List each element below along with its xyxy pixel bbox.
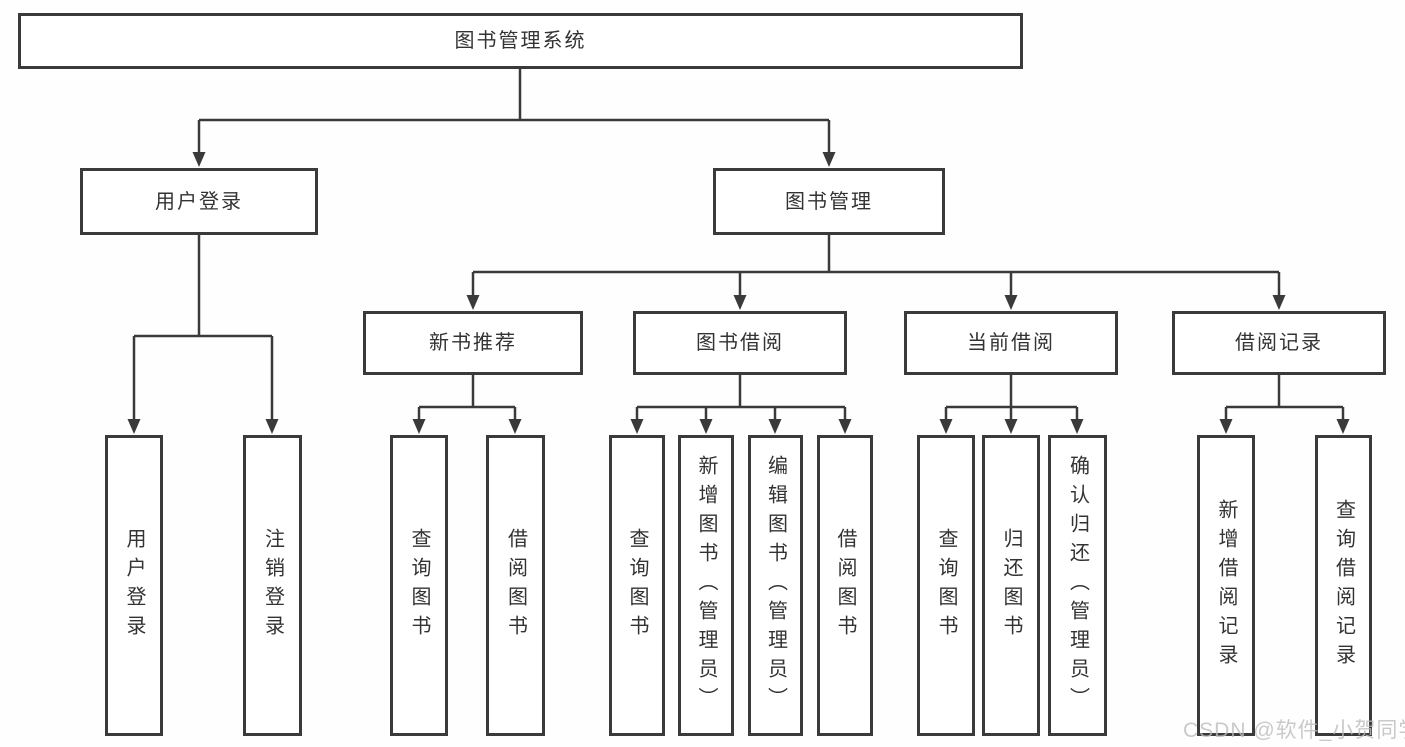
node-borrow-books-leaf-label: 借阅图书 <box>834 527 856 644</box>
node-borrow-books-leaf: 借阅图书 <box>817 435 873 736</box>
node-query-books-borrowing: 查询图书 <box>609 435 665 736</box>
node-library-system: 图书管理系统 <box>18 13 1023 69</box>
node-borrow-books-recommend: 借阅图书 <box>486 435 545 736</box>
node-query-books-current-label: 查询图书 <box>935 527 957 644</box>
node-library-system-label: 图书管理系统 <box>454 30 587 52</box>
node-add-borrow-record-label: 新增借阅记录 <box>1215 498 1237 673</box>
node-book-borrowing-label: 图书借阅 <box>696 332 784 354</box>
node-current-borrowing-label: 当前借阅 <box>967 332 1055 354</box>
node-return-book-label: 归还图书 <box>1000 527 1022 644</box>
node-add-book-admin-label: 新增图书（管理员） <box>695 455 717 716</box>
node-new-book-recommend-label: 新书推荐 <box>429 332 517 354</box>
node-user-login-leaf: 用户登录 <box>105 435 163 736</box>
node-user-login-branch-label: 用户登录 <box>155 190 243 213</box>
watermark: CSDN @软件_小贺同学 <box>1183 719 1405 742</box>
node-book-borrowing: 图书借阅 <box>633 311 847 375</box>
node-query-books-recommend-label: 查询图书 <box>408 527 430 644</box>
node-book-management: 图书管理 <box>713 168 945 235</box>
node-query-books-recommend: 查询图书 <box>390 435 448 736</box>
node-edit-book-admin: 编辑图书（管理员） <box>748 435 803 736</box>
node-current-borrowing: 当前借阅 <box>904 311 1118 375</box>
node-new-book-recommend: 新书推荐 <box>363 311 583 375</box>
node-borrowing-records-label: 借阅记录 <box>1235 332 1323 354</box>
node-borrowing-records: 借阅记录 <box>1172 311 1386 375</box>
node-query-borrow-record: 查询借阅记录 <box>1315 435 1372 736</box>
node-logout: 注销登录 <box>243 435 302 736</box>
node-confirm-return-admin: 确认归还（管理员） <box>1048 435 1107 736</box>
node-add-borrow-record: 新增借阅记录 <box>1197 435 1255 736</box>
node-logout-label: 注销登录 <box>261 527 284 644</box>
node-confirm-return-admin-label: 确认归还（管理员） <box>1066 455 1089 716</box>
node-query-books-current: 查询图书 <box>917 435 975 736</box>
node-edit-book-admin-label: 编辑图书（管理员） <box>764 455 787 716</box>
node-query-borrow-record-label: 查询借阅记录 <box>1332 498 1355 673</box>
node-borrow-books-recommend-label: 借阅图书 <box>504 527 527 644</box>
node-add-book-admin: 新增图书（管理员） <box>678 435 734 736</box>
node-user-login-leaf-label: 用户登录 <box>123 527 145 644</box>
node-user-login-branch: 用户登录 <box>80 168 318 235</box>
node-query-books-borrowing-label: 查询图书 <box>626 527 648 644</box>
node-return-book: 归还图书 <box>982 435 1040 736</box>
node-book-management-label: 图书管理 <box>785 190 873 213</box>
